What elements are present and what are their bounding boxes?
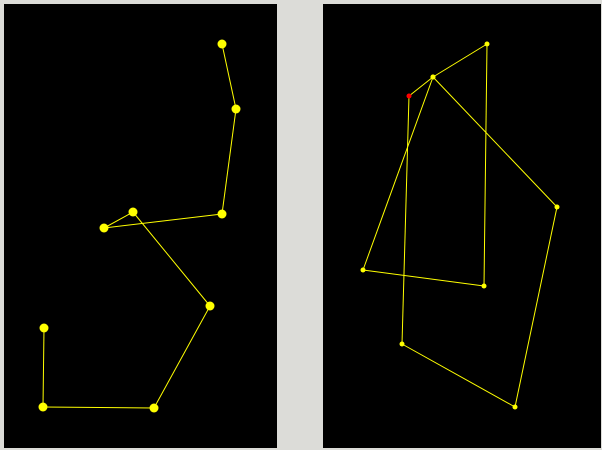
left-edge-6 <box>153 305 211 409</box>
left-node-8[interactable] <box>38 402 48 412</box>
right-edge-8 <box>432 43 488 78</box>
left-edge-8 <box>42 327 45 408</box>
right-canvas[interactable] <box>323 4 601 448</box>
left-node-1[interactable] <box>217 39 227 49</box>
right-edge-4 <box>432 76 558 208</box>
right-edge-6 <box>362 269 485 287</box>
right-edge-2 <box>401 343 516 408</box>
right-node-9[interactable] <box>430 74 436 80</box>
left-edge-7 <box>42 406 155 409</box>
right-node-6[interactable] <box>360 267 366 273</box>
left-node-6[interactable] <box>205 301 215 311</box>
right-edge-7 <box>483 43 488 287</box>
right-edge-9 <box>408 76 434 97</box>
left-edge-4 <box>103 211 134 229</box>
left-node-5[interactable] <box>128 207 138 217</box>
left-edge-1 <box>221 43 237 110</box>
left-node-2[interactable] <box>231 104 241 114</box>
right-edge-1 <box>401 95 410 345</box>
right-node-8[interactable] <box>484 41 490 47</box>
right-selected-node[interactable] <box>406 93 412 99</box>
right-node-2[interactable] <box>399 341 405 347</box>
left-node-4[interactable] <box>99 223 109 233</box>
left-polyline-group <box>38 39 241 413</box>
left-node-3[interactable] <box>217 209 227 219</box>
left-edge-2 <box>221 108 237 215</box>
right-edge-5 <box>362 76 434 271</box>
left-canvas[interactable] <box>4 4 277 448</box>
right-edge-3 <box>514 206 558 408</box>
left-node-7[interactable] <box>149 403 159 413</box>
right-path-group <box>360 41 560 410</box>
right-node-3[interactable] <box>512 404 518 410</box>
right-node-4[interactable] <box>554 204 560 210</box>
right-node-7[interactable] <box>481 283 487 289</box>
left-node-9[interactable] <box>39 323 49 333</box>
left-edge-5 <box>132 211 211 307</box>
left-edge-3 <box>103 213 223 229</box>
